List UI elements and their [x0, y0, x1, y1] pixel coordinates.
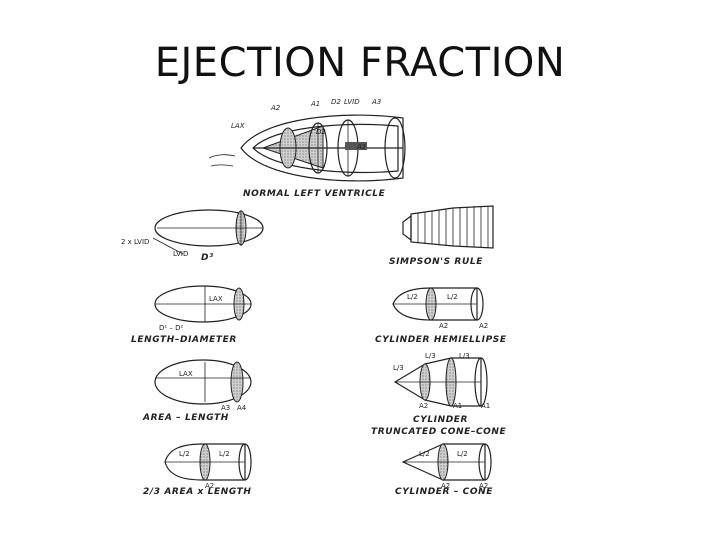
slide-title: EJECTION FRACTION	[154, 40, 566, 86]
cylinder-cone-drawing	[401, 443, 492, 481]
label-l2-a-cc: L/2	[419, 450, 430, 458]
label-l2-a: L/2	[407, 293, 418, 301]
label-a2: A2	[270, 104, 281, 112]
d3-ellipsoid-drawing	[152, 209, 264, 255]
label-lax-ld: LAX	[209, 295, 223, 303]
caption-cylinder: CYLINDER	[413, 415, 468, 425]
length-diameter-drawing	[154, 285, 252, 323]
label-lax-al: LAX	[179, 370, 193, 378]
label-a2-a: A2	[439, 322, 448, 330]
label-l3-b: L/3	[425, 352, 436, 360]
caption-truncated-cone: TRUNCATED CONE–CONE	[371, 427, 507, 437]
label-a1: A1	[310, 100, 320, 108]
caption-cylinder-hemiellipse: CYLINDER HEMIELLIPSE	[375, 335, 507, 345]
label-l3-a: L/3	[393, 364, 404, 372]
caption-cylinder-cone: CYLINDER – CONE	[395, 487, 493, 497]
caption-d3: D³	[201, 253, 214, 263]
label-a3: A3	[371, 98, 381, 106]
two-thirds-area-length-drawing	[164, 443, 252, 481]
caption-length-diameter: LENGTH–DIAMETER	[131, 335, 237, 345]
normal-left-ventricle-drawing	[208, 114, 406, 182]
label-l2-b: L/2	[447, 293, 458, 301]
label-l2-a-23: L/2	[179, 450, 190, 458]
label-lvid-d3: LVID	[173, 250, 188, 258]
label-a4-al: A4	[237, 404, 247, 412]
label-a1b-tc: A1	[481, 402, 490, 410]
label-a1-mid: A1	[356, 143, 366, 151]
cylinder-hemiellipse-drawing	[392, 287, 484, 321]
figure-drawing: LAX A2 A1 D2 LVID A3 D2 A1 NORMAL LEFT V…	[121, 98, 507, 497]
label-a2-b-cc: A2	[479, 482, 488, 490]
label-a2-a-cc: A2	[441, 482, 450, 490]
caption-two-thirds: 2/3 AREA x LENGTH	[143, 487, 252, 497]
label-lvid: LVID	[344, 98, 360, 106]
caption-normal-lv: NORMAL LEFT VENTRICLE	[243, 189, 386, 199]
label-l2-b-cc: L/2	[457, 450, 468, 458]
caption-simpsons: SIMPSON'S RULE	[389, 257, 483, 267]
caption-area-length: AREA – LENGTH	[142, 413, 229, 423]
label-a1-tc: A1	[453, 402, 462, 410]
label-2x-lvid: 2 x LVID	[121, 238, 149, 246]
truncated-cone-drawing	[393, 357, 488, 407]
label-a3-al: A3	[221, 404, 230, 412]
label-d1-d2: D¹ – D²	[159, 324, 184, 332]
label-a2-23: A2	[205, 482, 214, 490]
simpsons-rule-drawing	[402, 205, 494, 249]
lv-volume-methods-figure: LAX A2 A1 D2 LVID A3 D2 A1 NORMAL LEFT V…	[113, 96, 558, 498]
label-d2-top: D2	[331, 98, 341, 106]
label-a2-tc: A2	[419, 402, 428, 410]
label-l2-b-23: L/2	[219, 450, 230, 458]
label-lax: LAX	[231, 122, 245, 130]
label-d2-mid: D2	[316, 128, 326, 136]
label-a2-b: A2	[479, 322, 488, 330]
area-length-drawing	[154, 359, 252, 405]
label-l3-c: L/3	[459, 352, 470, 360]
